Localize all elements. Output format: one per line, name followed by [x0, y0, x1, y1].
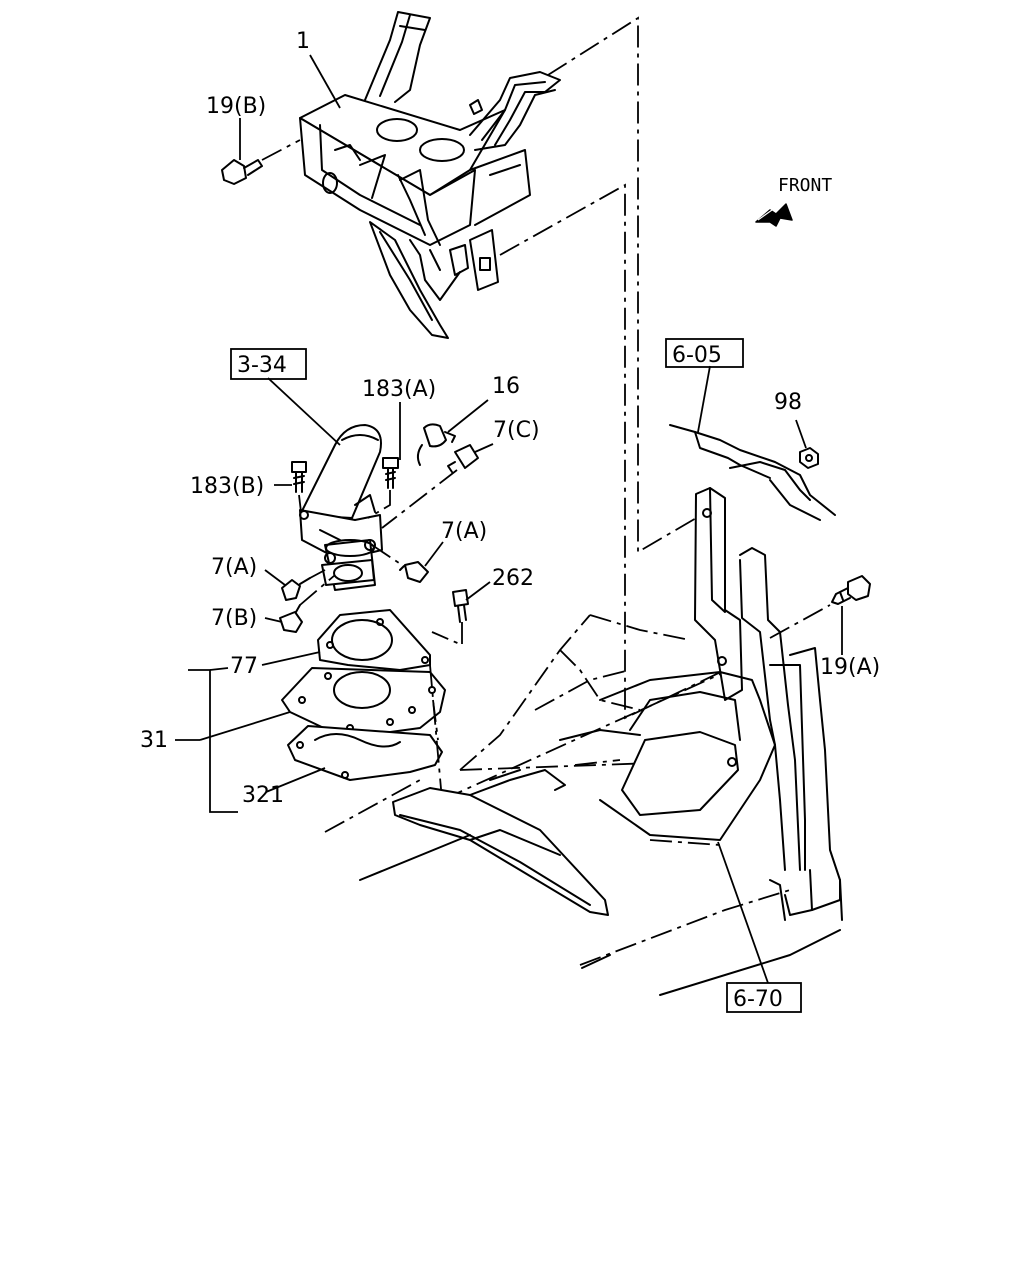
label-183a: 183(A)	[362, 377, 436, 402]
label-3-34: 3-34	[237, 353, 287, 378]
label-16: 16	[492, 374, 520, 399]
bolt-19a	[831, 575, 871, 605]
bolt-262	[431, 589, 469, 647]
ref-line-upper	[547, 16, 711, 554]
label-98: 98	[774, 390, 802, 415]
label-183b: 183(B)	[190, 474, 264, 499]
leader-lines	[175, 54, 843, 984]
ref-box-3-34	[230, 348, 307, 380]
label-6-70: 6-70	[733, 987, 783, 1012]
ref-box-6-05	[665, 338, 744, 368]
fitting-7a-right	[399, 561, 429, 583]
bolt-183a	[367, 457, 399, 519]
plate-31	[281, 667, 446, 739]
bolt-19b	[221, 139, 301, 185]
label-6-05: 6-05	[672, 343, 722, 368]
pedal-assembly	[299, 424, 383, 591]
ref-line-7c	[381, 469, 458, 529]
ref-box-6-70	[726, 982, 802, 1013]
ref-line-middle	[499, 183, 726, 720]
nut-98	[799, 447, 819, 469]
fitting-7c	[447, 444, 479, 473]
label-front: FRONT	[778, 175, 832, 196]
label-77: 77	[230, 654, 258, 679]
label-7a-left: 7(A)	[211, 555, 257, 580]
label-1: 1	[296, 29, 310, 54]
bracket-part-1	[299, 11, 561, 339]
bolt-183b	[291, 461, 307, 513]
front-arrow-icon	[755, 203, 793, 227]
label-31: 31	[140, 728, 168, 753]
fitting-7b	[279, 604, 303, 633]
labels: 1 19(B) 3-34 183(A) 16 7(C) 183(B) 7(A) …	[140, 29, 880, 1012]
label-19a: 19(A)	[820, 655, 880, 680]
gasket-77	[317, 609, 431, 671]
label-321: 321	[242, 783, 284, 808]
label-7a-right: 7(A)	[441, 519, 487, 544]
fitting-7a-left	[281, 577, 311, 601]
switch-16	[416, 423, 456, 466]
label-19b: 19(B)	[206, 94, 266, 119]
label-7b: 7(B)	[211, 606, 257, 631]
label-7c: 7(C)	[493, 418, 540, 443]
ref-line-right	[769, 604, 831, 639]
gasket-321	[287, 725, 443, 781]
floor-frame	[324, 424, 843, 996]
label-262: 262	[492, 566, 534, 591]
